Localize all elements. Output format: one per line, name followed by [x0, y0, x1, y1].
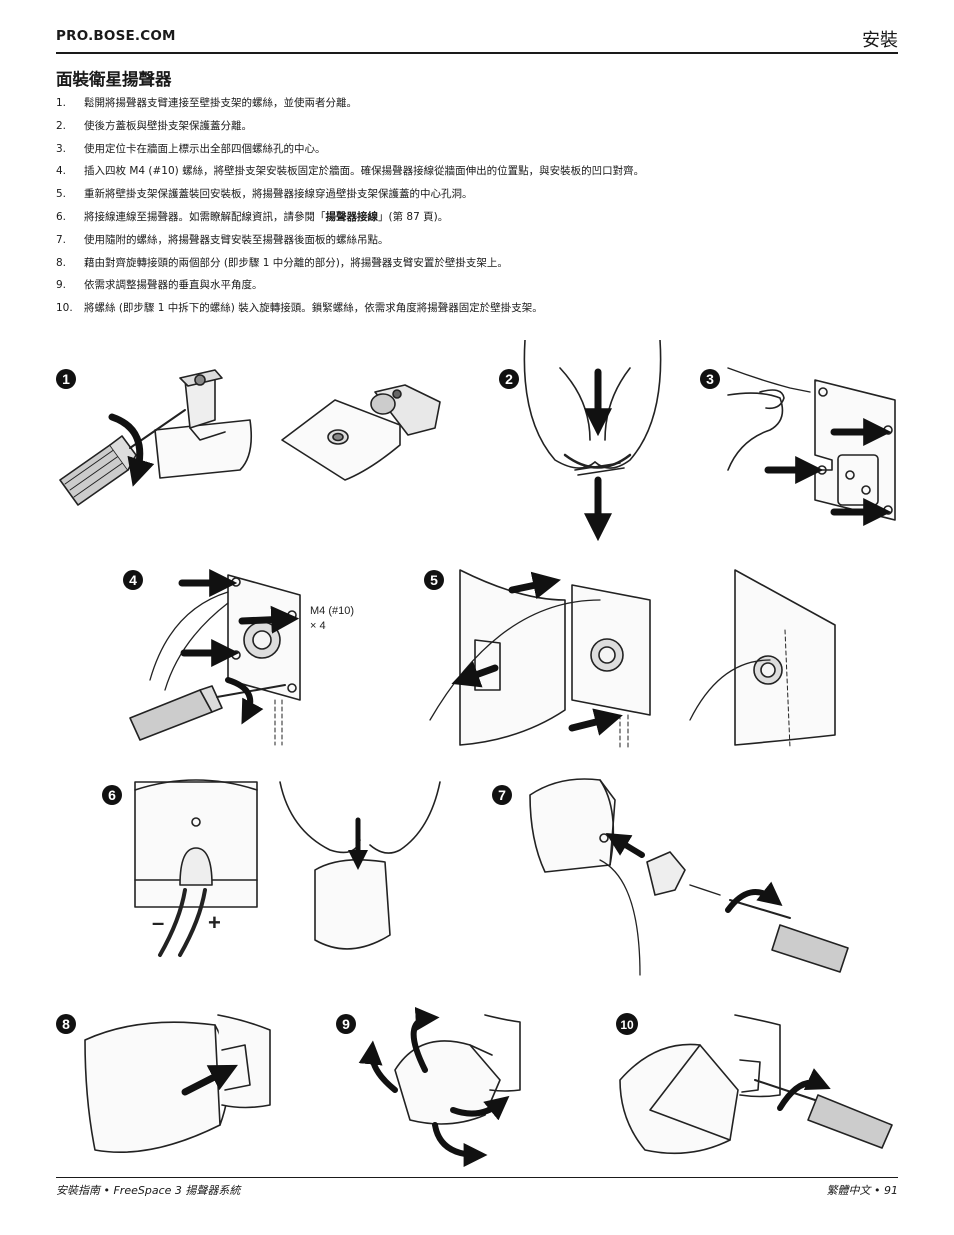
step-badge-5-label: 5 — [430, 572, 438, 588]
step2-illustration — [523, 340, 662, 542]
step1-illustration — [59, 369, 441, 506]
step-badge-9 — [336, 1014, 356, 1034]
step-badge-2 — [499, 369, 519, 389]
footer-page-number: 繁體中文 • 91 — [826, 1184, 898, 1197]
step-badge-10 — [616, 1013, 638, 1035]
step9-illustration — [358, 1006, 521, 1167]
site-url: PRO.BOSE.COM — [56, 28, 176, 44]
step-badge-4 — [123, 570, 143, 590]
step-badge-9-label: 9 — [342, 1016, 350, 1032]
screw-label-line2: × 4 — [310, 620, 326, 632]
step6-illustration — [134, 779, 441, 957]
header-divider — [56, 52, 898, 54]
step-badge-10-label: 10 — [620, 1018, 634, 1032]
step7-illustration — [529, 778, 849, 976]
step-badge-3 — [700, 369, 720, 389]
step-badge-7-label: 7 — [498, 787, 506, 803]
footer-document-title: 安裝指南 • FreeSpace 3 揚聲器系統 — [56, 1184, 241, 1197]
step-badge-6 — [102, 785, 122, 805]
polarity-plus-label: + — [208, 910, 221, 935]
installation-illustration: 1 2 3 4 5 6 7 8 9 10 M4 (#10) × 4 – + — [0, 340, 954, 1170]
step10-illustration — [619, 1014, 893, 1155]
step-badge-3-label: 3 — [706, 371, 714, 387]
page-title: 面裝衛星揚聲器 — [56, 70, 172, 89]
step-badge-5 — [424, 570, 444, 590]
step-badge-6-label: 6 — [108, 787, 116, 803]
step-badge-7 — [492, 785, 512, 805]
step3-illustration — [727, 367, 896, 526]
step-badge-1 — [56, 369, 76, 389]
step8-illustration — [84, 1014, 271, 1153]
step-badge-8 — [56, 1014, 76, 1034]
footer-divider — [56, 1177, 898, 1178]
screw-label-line1: M4 (#10) — [310, 605, 354, 617]
reference-link-speaker-wiring[interactable]: 揚聲器接線 — [325, 210, 379, 223]
section-name: 安裝 — [862, 30, 898, 51]
step-badge-2-label: 2 — [505, 371, 513, 387]
step-badge-8-label: 8 — [62, 1016, 70, 1032]
polarity-minus-label: – — [152, 910, 164, 935]
step-badge-4-label: 4 — [129, 572, 137, 588]
step-badge-1-label: 1 — [62, 371, 70, 387]
step4-illustration — [129, 569, 301, 746]
step5-illustration — [429, 569, 836, 749]
